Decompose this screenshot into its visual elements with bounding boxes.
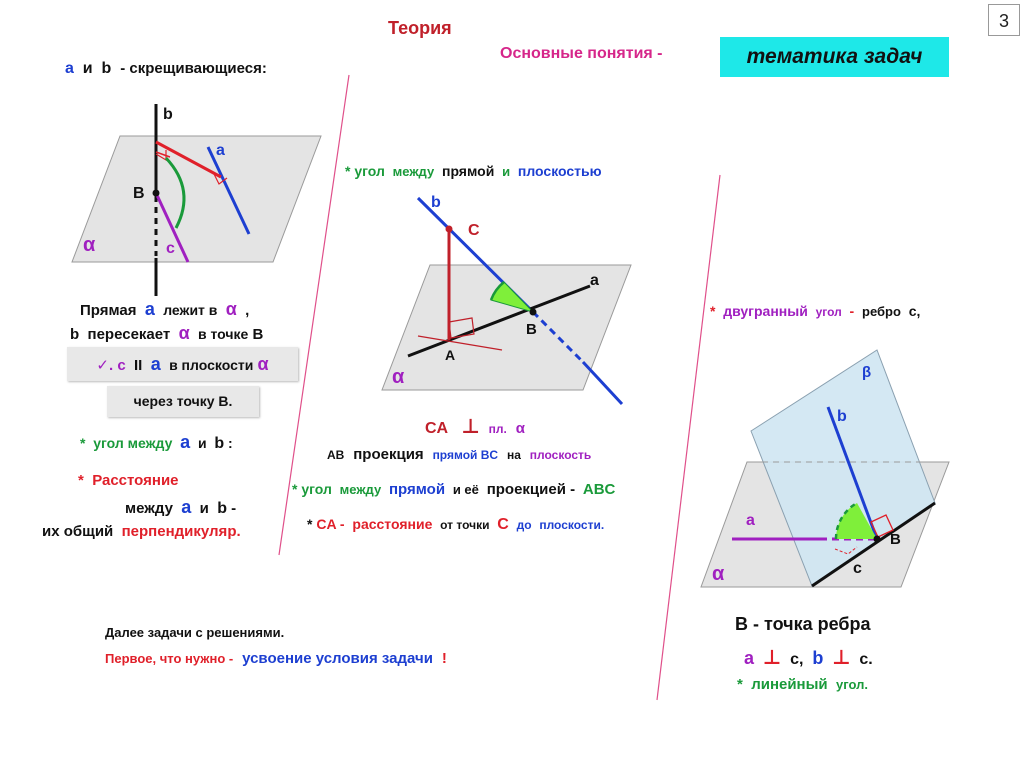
point-B-2	[529, 308, 537, 316]
line-b-dihedral	[826, 406, 879, 540]
plane-alpha-2	[381, 264, 632, 391]
fig3-label-c: c	[853, 560, 862, 577]
fig2-label-b: b	[431, 194, 441, 211]
fig1-label-alpha: α	[83, 234, 96, 256]
line-a	[206, 146, 251, 235]
next-tasks-text: Далее задачи с решениями.	[105, 625, 285, 640]
projection-text: AB проекция прямой BC на плоскость	[327, 446, 592, 463]
right-angle-mark-2	[212, 171, 228, 185]
line-b-intersects-text: b пересекает α в точке B	[70, 323, 264, 343]
fig3-label-b: b	[837, 408, 847, 425]
angle-arc-2	[489, 281, 505, 301]
angle-line-plane-heading: * угол между прямой и плоскостью	[345, 163, 602, 179]
common-perpendicular-text: их общий перпендикуляр.	[42, 523, 241, 540]
figure-line-plane	[381, 196, 632, 406]
fig2-label-alpha: α	[392, 366, 405, 388]
fig3-label-beta: β	[862, 364, 872, 381]
line-a-projection	[407, 284, 591, 358]
edge-c	[811, 501, 936, 588]
page-number: 3	[988, 4, 1020, 36]
fig3-label-alpha: α	[712, 563, 725, 585]
fig1-label-b: b	[163, 106, 173, 123]
angle-between-ab: * угол между a и b :	[80, 432, 233, 452]
perpendiculars-text: a ⊥ c, b ⊥ c.	[744, 647, 873, 669]
right-angle-mark-5	[834, 546, 858, 555]
plane-alpha-1	[71, 135, 322, 263]
fig3-label-a: a	[746, 512, 755, 529]
figure-skew-lines	[71, 104, 322, 296]
edge-point-text: B - точка ребра	[735, 614, 871, 634]
point-B-1	[152, 189, 160, 197]
perp-parallel	[155, 151, 171, 158]
first-step-text: Первое, что нужно - усвоение условия зад…	[105, 650, 447, 667]
point-C	[445, 225, 453, 233]
distance-heading: * Расстояние	[78, 472, 179, 489]
linear-angle-text: * линейный угол.	[737, 676, 868, 693]
ca-distance-text: * CA - расстояние от точки C до плоскост…	[307, 516, 605, 533]
fig1-label-a: a	[216, 142, 225, 159]
point-B-3	[873, 535, 881, 543]
distance-between-ab: между a и b -	[125, 497, 237, 517]
angle-line-projection: * угол между прямой и её проекцией - ABC	[292, 481, 616, 498]
dihedral-heading: * двугранный угол - ребро c,	[710, 303, 921, 319]
divider-left	[278, 74, 350, 556]
topic-box: тематика задач	[720, 37, 949, 77]
fig2-label-B: B	[526, 321, 537, 338]
right-angle-mark-4	[870, 514, 894, 538]
fig2-label-a: a	[590, 272, 599, 289]
fig3-label-B: B	[890, 531, 901, 548]
ca-perp-plane: CA ⊥ пл. α	[425, 416, 525, 438]
page-subtitle: Основные понятия -	[500, 45, 663, 62]
divider-right	[656, 174, 721, 701]
right-angle-mark-3	[448, 317, 475, 339]
page-title: Теория	[388, 18, 452, 38]
skew-lines-heading: a и b - скрещивающиеся:	[65, 60, 267, 77]
fig1-label-c: c	[166, 240, 175, 257]
angle-arc-3	[834, 501, 858, 540]
angle-arc-1	[164, 156, 186, 229]
figure-dihedral	[700, 349, 950, 588]
fig1-label-B: B	[133, 185, 145, 202]
fig2-label-C: C	[468, 222, 480, 239]
line-c	[154, 192, 190, 263]
fig2-label-A: A	[445, 347, 456, 363]
perp-base	[417, 335, 503, 351]
line-a-lies-text: Прямая a лежит в α ,	[80, 299, 250, 319]
through-point-box: через точку B.	[107, 386, 259, 417]
line-b-out	[581, 360, 624, 406]
parallel-c-box: ✓. c II a в плоскости α	[67, 347, 298, 381]
common-perpendicular	[155, 140, 222, 179]
